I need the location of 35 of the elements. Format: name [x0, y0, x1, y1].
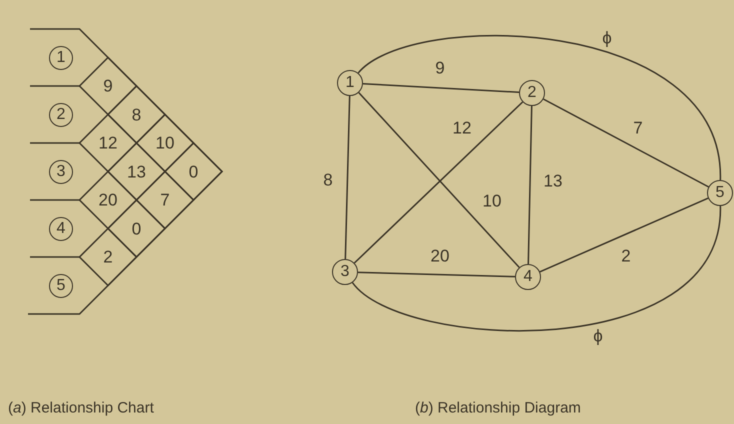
edge-label: 9	[433, 60, 447, 76]
edge-label: ϕ	[591, 328, 605, 344]
edge-label: ϕ	[600, 30, 614, 46]
edge-label: 7	[631, 120, 645, 136]
edge-label: 10	[480, 192, 504, 210]
chart-value: 13	[127, 163, 146, 180]
chart-value: 12	[98, 134, 118, 152]
connector-line	[362, 82, 520, 94]
circled-number: 3	[49, 160, 73, 184]
connector-line	[358, 272, 516, 278]
edge-label: 2	[619, 248, 633, 264]
figure-caption: (a) Relationship Chart	[8, 400, 154, 416]
chart-value: 7	[160, 192, 170, 208]
connector-line	[543, 98, 709, 188]
connector-line	[528, 106, 532, 264]
connector-line	[540, 198, 708, 272]
chart-value: 9	[103, 78, 113, 94]
edge-label: 12	[450, 120, 474, 136]
chart-value: 20	[98, 192, 118, 208]
edge-label: 8	[321, 172, 335, 188]
edge-label: 13	[542, 172, 564, 190]
chart-value: 8	[132, 106, 142, 123]
connector-line	[344, 96, 350, 260]
connector-line	[358, 35, 722, 180]
edge-label: 20	[428, 248, 452, 264]
chart-value: 0	[132, 220, 142, 237]
chart-value: 10	[156, 134, 174, 152]
figure-caption: (b) Relationship Diagram	[415, 400, 581, 416]
circled-number: 2	[49, 102, 73, 126]
chart-value: 0	[188, 163, 198, 180]
circled-number: 5	[49, 274, 73, 298]
connector-line	[352, 206, 722, 332]
chart-value: 2	[103, 248, 113, 266]
circled-number: 4	[49, 216, 73, 240]
circled-number: 1	[49, 46, 73, 70]
